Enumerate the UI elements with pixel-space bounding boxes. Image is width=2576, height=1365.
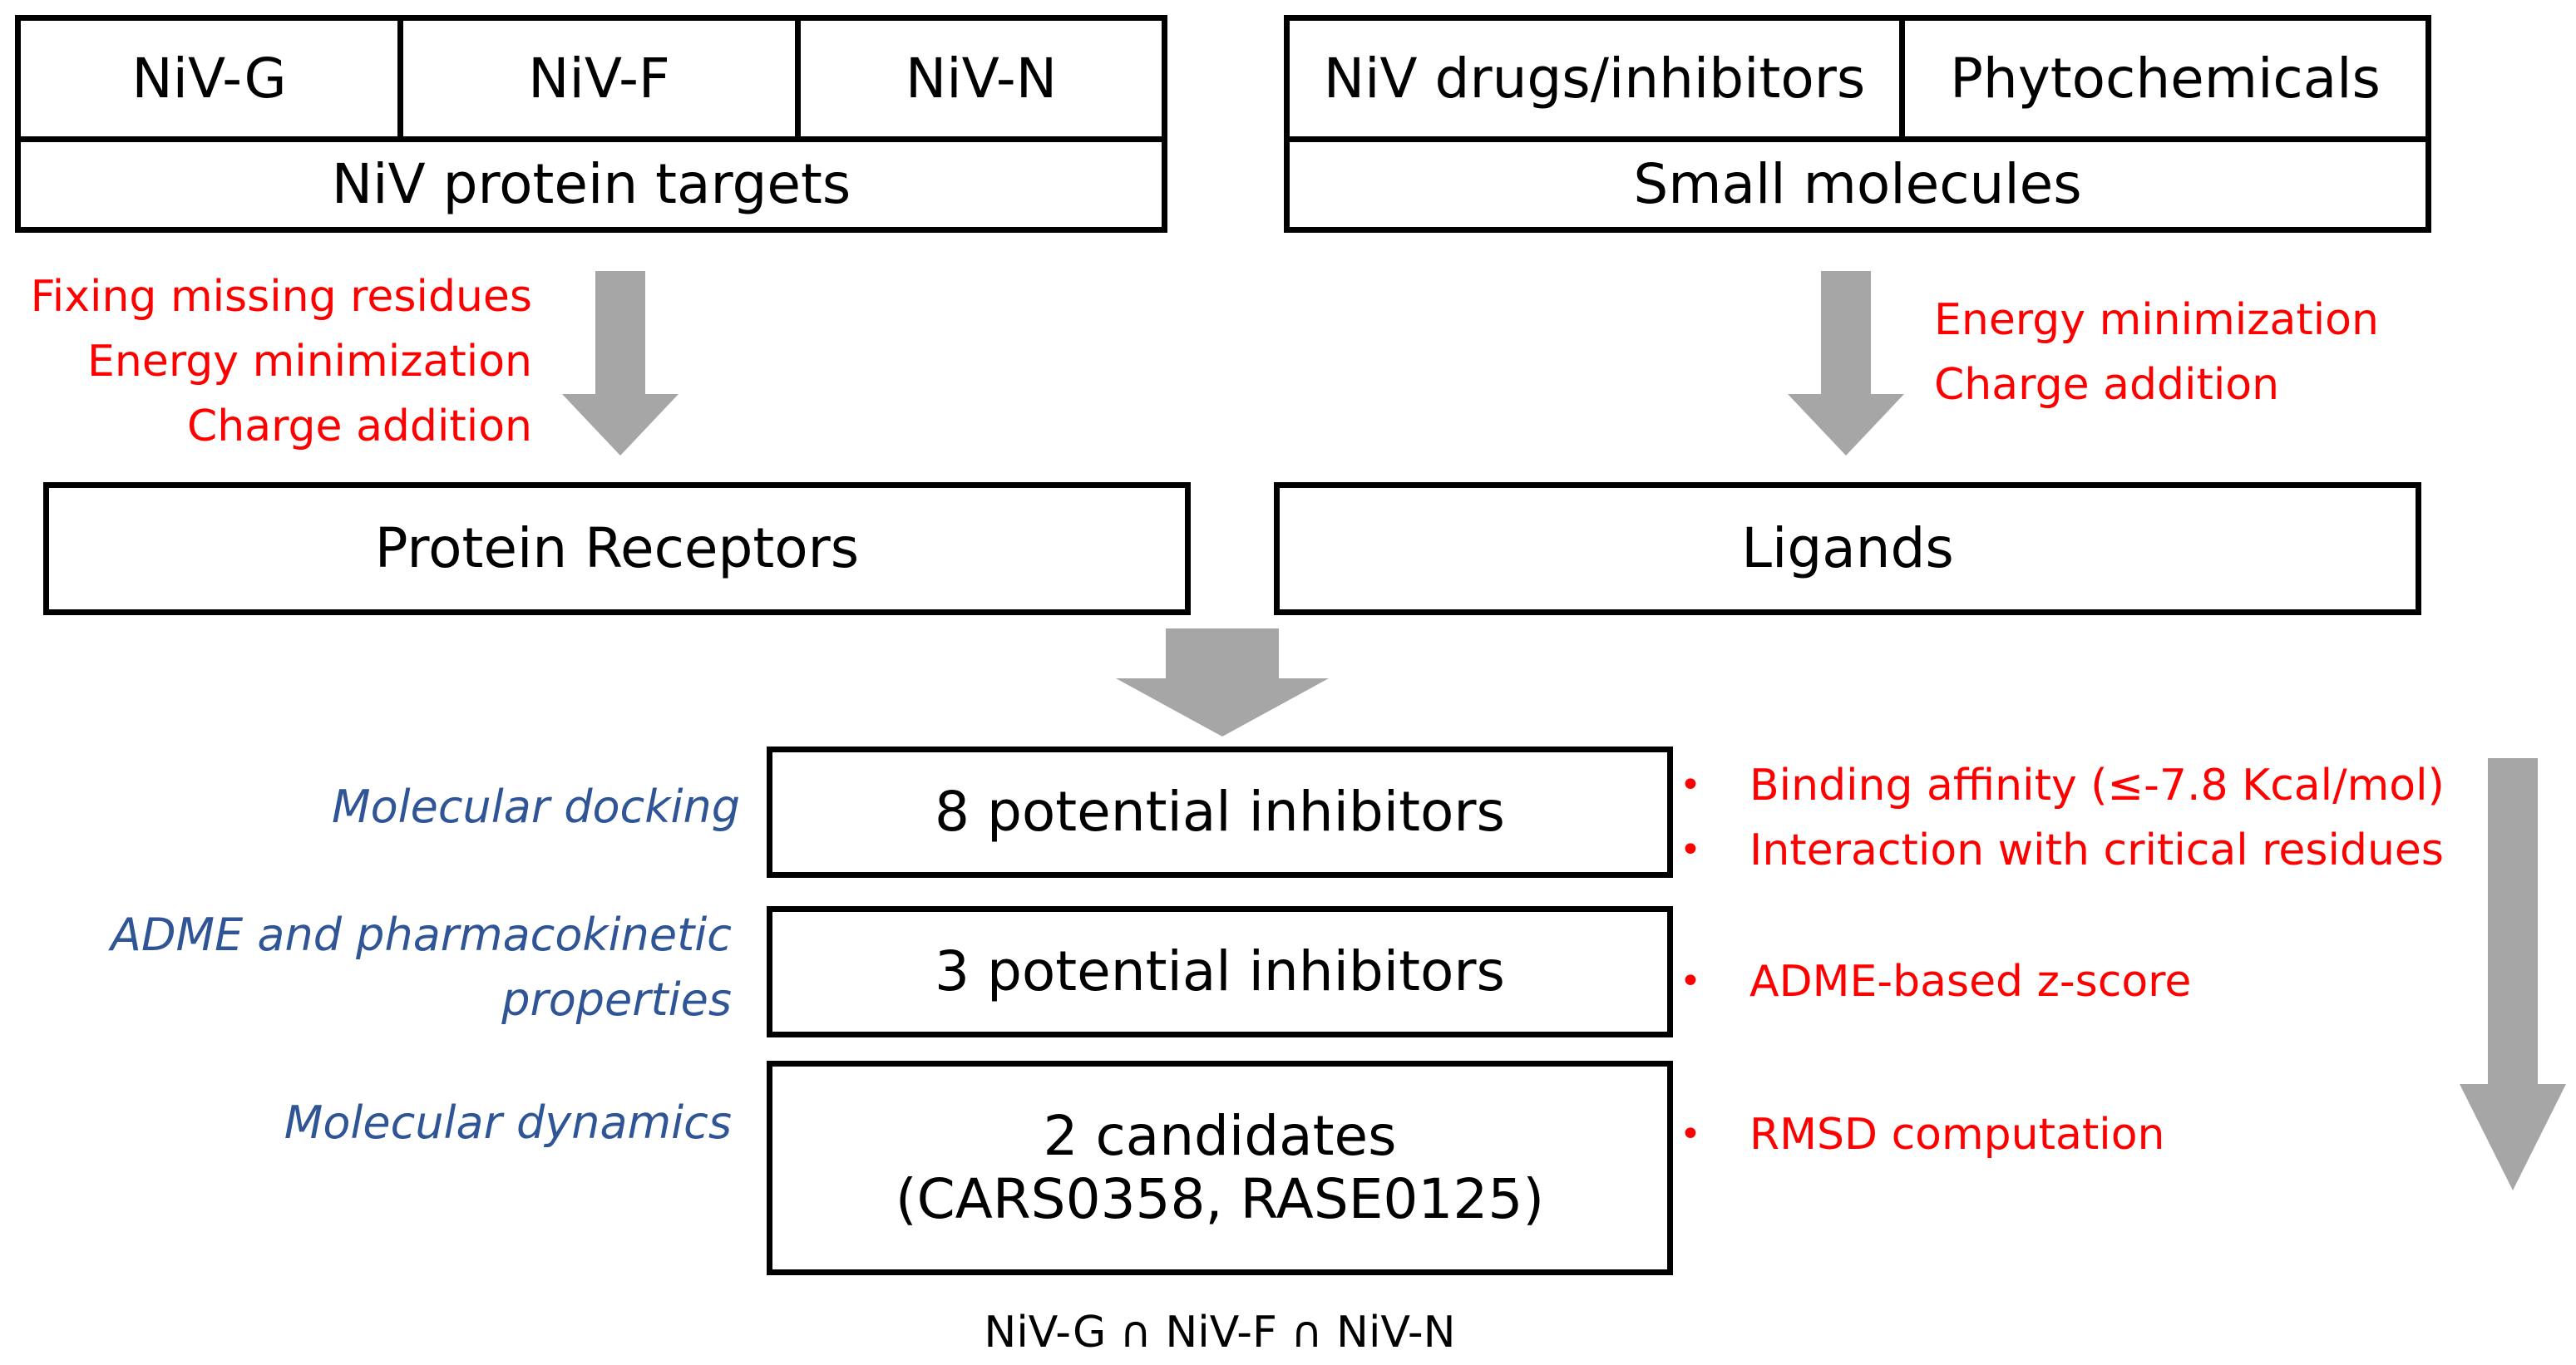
protein-prep-step: Charge addition	[186, 402, 532, 451]
protein-targets-sep-1	[397, 15, 403, 140]
small-molecules-box	[1284, 15, 2431, 233]
small-molecules-label: Small molecules	[1633, 152, 2082, 217]
protein-receptors-label: Protein Receptors	[374, 516, 860, 581]
down-arrow-pipeline	[2460, 758, 2566, 1190]
criteria-adme-z-score: ADME-based z-score	[1749, 957, 2192, 1007]
stage-method-dynamics: Molecular dynamics	[284, 1096, 732, 1149]
ligand-prep-step: Energy minimization	[1934, 295, 2379, 345]
criteria-rmsd: RMSD computation	[1749, 1110, 2165, 1160]
protein-prep-step: Fixing missing residues	[30, 272, 532, 322]
ligand-prep-steps: Energy minimization Charge addition	[1934, 288, 2379, 417]
criteria-bullet: •	[1680, 960, 1701, 1003]
stage-result-dynamics-line-1: 2 candidates	[1043, 1104, 1397, 1169]
target-niv-g: NiV-G	[131, 46, 287, 111]
small-molecules-sep	[1899, 15, 1905, 140]
molecule-phytochemicals: Phytochemicals	[1950, 46, 2381, 111]
small-molecules-divider	[1284, 136, 2431, 142]
stage-result-box-adme	[767, 906, 1673, 1037]
down-arrow-ligand-prep	[1788, 271, 1904, 456]
stage-method-docking: Molecular docking	[331, 781, 740, 833]
criteria-bullet: •	[1680, 764, 1701, 806]
target-niv-n: NiV-N	[905, 46, 1058, 111]
ligands-box	[1274, 482, 2421, 615]
stage-result-dynamics-line-2: (CARS0358, RASE0125)	[895, 1167, 1545, 1231]
target-niv-f: NiV-F	[528, 46, 670, 111]
stage-result-dynamics: 2 candidates (CARS0358, RASE0125)	[772, 1067, 1667, 1269]
stage-result-box-dynamics	[767, 1061, 1673, 1275]
protein-prep-step: Energy minimization	[87, 337, 532, 387]
stage-result-box-docking	[767, 747, 1673, 878]
down-arrow-merge	[1116, 628, 1329, 737]
stage-method-adme: ADME and pharmacokinetic properties	[111, 909, 732, 1026]
criteria-bullet: •	[1680, 1113, 1701, 1156]
criteria-binding-affinity: Binding affinity (≤-7.8 Kcal/mol)	[1749, 761, 2445, 811]
criteria-critical-residues: Interaction with critical residues	[1749, 825, 2444, 875]
molecule-niv-drugs: NiV drugs/inhibitors	[1323, 46, 1866, 111]
ligand-prep-step: Charge addition	[1934, 360, 2280, 410]
protein-targets-label: NiV protein targets	[331, 152, 851, 217]
protein-targets-sep-2	[795, 15, 801, 140]
stage-result-adme: 3 potential inhibitors	[935, 939, 1505, 1004]
ligands-label: Ligands	[1741, 516, 1954, 581]
protein-prep-steps: Fixing missing residues Energy minimizat…	[17, 264, 532, 459]
protein-receptors-box	[43, 482, 1191, 615]
intersection-footer: NiV-G ∩ NiV-F ∩ NiV-N	[984, 1308, 1456, 1358]
protein-targets-box	[15, 15, 1167, 233]
stage-result-docking: 8 potential inhibitors	[935, 780, 1505, 845]
down-arrow-protein-prep	[562, 271, 679, 456]
criteria-bullet: •	[1680, 829, 1701, 871]
protein-targets-divider	[15, 136, 1167, 142]
